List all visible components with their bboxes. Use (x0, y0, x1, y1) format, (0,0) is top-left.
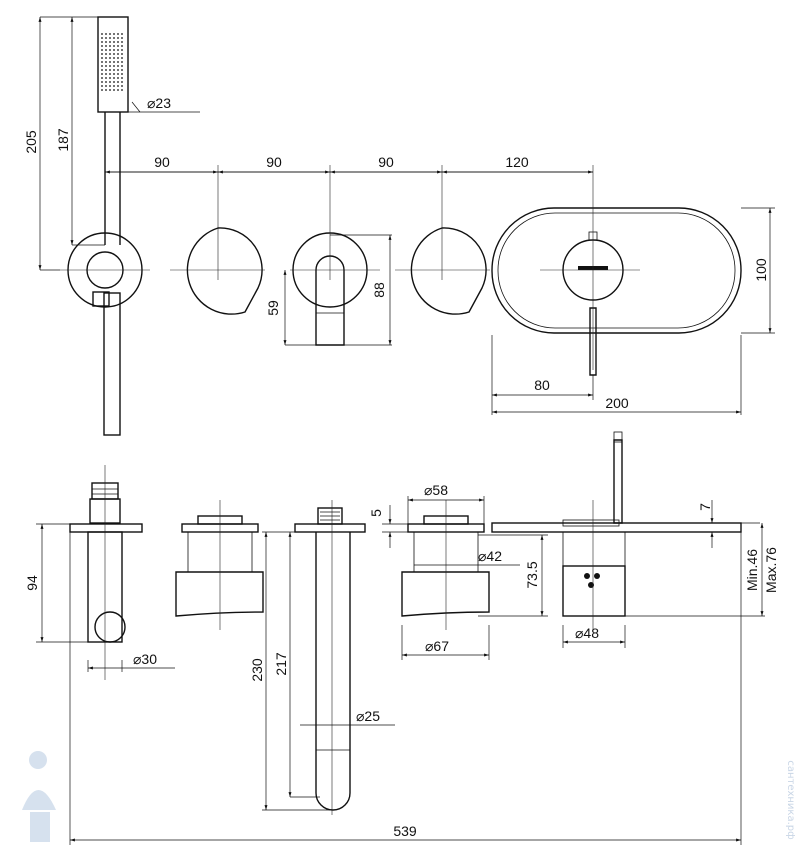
watermark-logo: сантехника.рф (22, 751, 796, 842)
top-view: ⌀23 187 205 90 90 90 120 59 88 100 80 20… (23, 16, 775, 436)
spout-side (294, 500, 366, 815)
dim-5: 5 (368, 509, 384, 517)
dim-max-76: Max.76 (763, 547, 779, 593)
dim-body-42: ⌀42 (478, 548, 502, 564)
dim-handshower-dia: ⌀23 (147, 95, 171, 111)
dim-hose-dia: ⌀30 (133, 651, 157, 667)
dim-230: 230 (249, 658, 265, 682)
dim-spacing-1: 90 (154, 154, 170, 170)
handle-1 (170, 165, 265, 315)
dim-spacing-3: 90 (378, 154, 394, 170)
hand-shower (60, 16, 150, 436)
dim-80: 80 (534, 377, 550, 393)
dim-73-5: 73.5 (524, 561, 540, 588)
dim-min-46: Min.46 (744, 549, 760, 591)
top-dimensions (38, 16, 775, 415)
dim-spout-dia: ⌀25 (356, 708, 380, 724)
watermark-text: сантехника.рф (785, 760, 796, 839)
handle-2 (395, 165, 490, 315)
dim-217: 217 (273, 652, 289, 676)
dim-mixer-48: ⌀48 (575, 625, 599, 641)
side-view: 94 ⌀30 230 217 ⌀25 5 ⌀58 ⌀42 73.5 ⌀67 7 … (24, 431, 779, 845)
dim-205: 205 (23, 130, 39, 154)
dim-spacing-2: 90 (266, 154, 282, 170)
side-dimensions (36, 496, 765, 845)
dim-200: 200 (605, 395, 629, 411)
dim-100: 100 (753, 258, 769, 282)
dim-88: 88 (371, 282, 387, 298)
handle-1-side (175, 500, 264, 630)
hose-outlet-side (69, 465, 143, 680)
dim-flange-58: ⌀58 (424, 482, 448, 498)
dim-body-67: ⌀67 (425, 638, 449, 654)
dim-59: 59 (265, 300, 281, 316)
dim-187: 187 (55, 128, 71, 152)
mixer-side (491, 431, 742, 630)
dim-7: 7 (697, 503, 713, 511)
dim-spacing-4: 120 (505, 154, 529, 170)
spout-top (290, 165, 380, 346)
dim-539: 539 (393, 823, 417, 839)
dim-94: 94 (24, 575, 40, 591)
mixer-plate (491, 165, 742, 376)
